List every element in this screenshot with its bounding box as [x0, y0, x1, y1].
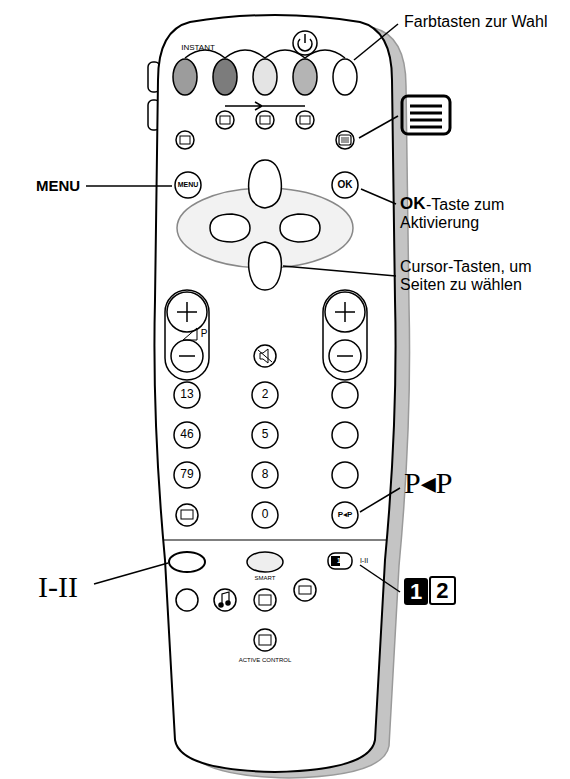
button-text: 13	[180, 388, 193, 402]
button-text: 8	[262, 468, 269, 482]
callout-label: P◂P	[404, 466, 452, 501]
callout-label: Cursor-Tasten, um Seiten zu wählen	[400, 258, 565, 295]
callout-icon-digit: 2	[429, 576, 455, 605]
button-text: MENU	[178, 181, 199, 189]
button-text: INSTANT	[181, 43, 215, 52]
callout-label: Farbtasten zur Wahl	[404, 13, 547, 31]
callout-icon-digit: 1	[404, 578, 428, 605]
button-text: ACTIVE CONTROL	[239, 657, 292, 664]
button-text: P◂P	[338, 510, 353, 519]
button-text: P	[201, 328, 208, 340]
callout-label: OK	[400, 194, 426, 214]
callout-label: -Taste zum Aktivierung	[400, 196, 530, 233]
button-text: I-II	[360, 557, 368, 565]
button-text: SMART	[255, 575, 276, 582]
button-text: 79	[180, 468, 193, 482]
button-text: OK	[338, 179, 353, 191]
button-text: 5	[262, 428, 269, 442]
button-text: 46	[180, 428, 193, 442]
callout-label: MENU	[36, 177, 80, 194]
callout-label: I-II	[38, 570, 78, 605]
button-text: 12	[337, 557, 345, 565]
button-text: 0	[262, 508, 269, 522]
button-text: 2	[262, 388, 269, 402]
